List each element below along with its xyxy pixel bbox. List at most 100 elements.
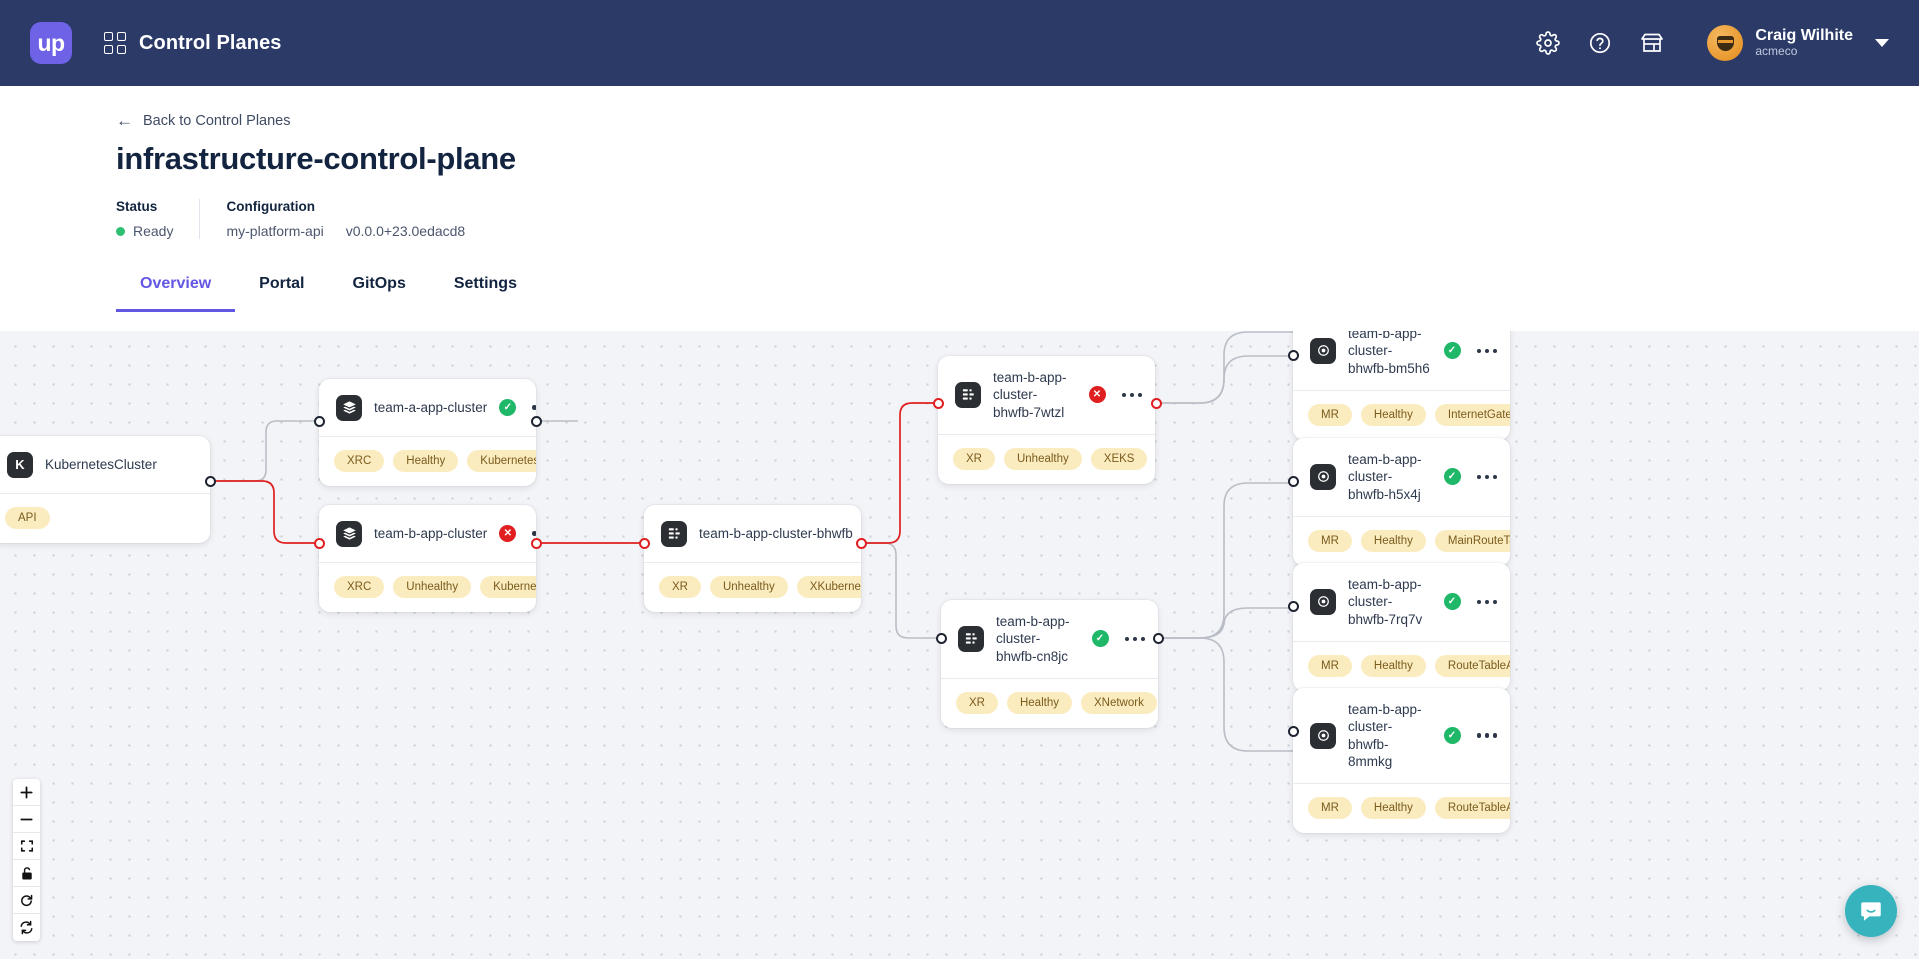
tab-portal[interactable]: Portal	[259, 275, 305, 292]
node-title: team-b-app-cluster-bhwfb	[699, 525, 853, 541]
page-header: ← Back to Control Planes infrastructure-…	[0, 86, 1919, 239]
graph-node[interactable]: team-b-app-cluster-bhwfb✕ XR Unhealthy XKub…	[644, 505, 861, 612]
graph-node[interactable]: team-b-app-cluster✕XRCUnhealthyKubernete…	[319, 505, 536, 612]
node-connection-port[interactable]	[1152, 632, 1164, 644]
node-connection-port[interactable]	[638, 537, 650, 549]
node-tag: XKubernetesCluster	[796, 576, 861, 598]
node-tag: Unhealthy	[709, 576, 788, 598]
node-tags: API	[0, 493, 210, 543]
node-tag: XR	[659, 576, 701, 598]
status-value-row: Ready	[116, 223, 173, 239]
node-more-menu-button[interactable]	[1473, 733, 1497, 738]
node-connection-port[interactable]	[1287, 475, 1299, 487]
zoom-out-button[interactable]	[13, 806, 40, 833]
user-menu[interactable]: Craig Wilhite acmeco	[1707, 25, 1889, 61]
node-header: team-a-app-cluster✓	[319, 379, 536, 436]
node-tags: MRHealthyInternetGateway	[1293, 389, 1510, 440]
refresh-button[interactable]	[13, 887, 40, 914]
lock-button[interactable]	[13, 860, 40, 887]
fit-view-button[interactable]	[13, 833, 40, 860]
node-connection-port[interactable]	[204, 475, 216, 487]
node-connection-port[interactable]	[1150, 397, 1162, 409]
nav-title: Control Planes	[139, 31, 282, 54]
node-tag: MR	[1308, 797, 1352, 820]
node-tag: XEKS	[1090, 447, 1148, 470]
node-more-menu-button[interactable]	[528, 531, 536, 536]
marketplace-icon[interactable]	[1639, 30, 1665, 56]
node-tag: API	[5, 507, 50, 529]
auto-sync-button[interactable]	[13, 914, 40, 941]
healthy-check-icon: ✓	[1443, 593, 1461, 611]
zoom-in-button[interactable]	[13, 779, 40, 806]
healthy-check-icon: ✓	[1443, 342, 1461, 360]
node-more-menu-button[interactable]	[1473, 348, 1497, 354]
node-connection-port[interactable]	[530, 537, 542, 549]
navbar-actions: Craig Wilhite acmeco	[1535, 25, 1889, 61]
node-tag: MainRouteTableAssociation	[1434, 529, 1510, 552]
node-more-menu-button[interactable]	[528, 405, 536, 410]
gear-icon[interactable]	[1535, 30, 1561, 56]
node-connection-port[interactable]	[313, 415, 325, 427]
logo-text: up	[37, 29, 65, 56]
node-tag: Healthy	[393, 450, 459, 472]
node-more-menu-button[interactable]	[1121, 636, 1145, 642]
node-tag: MR	[1308, 529, 1352, 552]
back-to-control-planes-link[interactable]: ← Back to Control Planes	[116, 112, 291, 129]
healthy-check-icon: ✓	[499, 399, 517, 416]
node-connection-port[interactable]	[1287, 349, 1299, 361]
user-name: Craig Wilhite	[1755, 26, 1853, 44]
node-tag: KubernetesCluster	[467, 450, 536, 472]
tab-settings[interactable]: Settings	[453, 275, 517, 292]
tab-gitops[interactable]: GitOps	[352, 275, 406, 292]
node-tag: InternetGateway	[1434, 403, 1510, 426]
node-tags: MRHealthyMainRouteTableAssociation	[1293, 515, 1510, 566]
configuration-label: Configuration	[226, 199, 315, 214]
grid-icon	[104, 32, 126, 54]
healthy-check-icon: ✓	[1443, 727, 1461, 745]
node-connection-port[interactable]	[530, 415, 542, 427]
graph-node[interactable]: team-a-app-cluster✓XRCHealthyKubernetesC…	[319, 379, 536, 486]
node-header: team-b-app-cluster-bhwfb-cn8jc✓	[941, 600, 1158, 678]
upbound-logo[interactable]: up	[30, 22, 72, 64]
node-more-menu-button[interactable]	[1473, 599, 1497, 605]
node-more-menu-button[interactable]	[1118, 392, 1142, 398]
node-title: KubernetesCluster	[45, 456, 157, 472]
node-tags: MRHealthyRouteTableAssociation	[1293, 640, 1510, 691]
node-header: team-b-app-cluster-bhwfb✕	[644, 505, 861, 562]
node-tag: XRC	[334, 576, 385, 598]
node-connection-port[interactable]	[935, 632, 947, 644]
node-connection-port[interactable]	[855, 537, 867, 549]
tab-overview[interactable]: Overview	[116, 265, 236, 312]
node-connection-port[interactable]	[313, 537, 325, 549]
chevron-down-icon[interactable]	[1875, 39, 1889, 47]
nav-title-group[interactable]: Control Planes	[104, 32, 282, 55]
unhealthy-error-icon: ✕	[1088, 386, 1106, 404]
status-dot-icon	[116, 226, 125, 236]
top-navbar: up Control Planes	[0, 0, 1919, 86]
help-circle-icon[interactable]	[1587, 30, 1613, 56]
node-connection-port[interactable]	[1287, 725, 1299, 737]
node-connection-port[interactable]	[1287, 600, 1299, 612]
resource-circle-icon	[1310, 337, 1336, 364]
chat-launcher[interactable]	[1845, 885, 1897, 937]
node-tag: RouteTableAssociation	[1434, 654, 1510, 677]
status-label: Status	[116, 199, 158, 214]
unhealthy-error-icon: ✕	[499, 525, 517, 542]
chat-bubble-icon	[1861, 902, 1881, 921]
node-connection-port[interactable]	[932, 397, 944, 409]
node-more-menu-button[interactable]	[1473, 474, 1497, 480]
resource-grid-icon	[955, 381, 981, 408]
resource-circle-icon	[1310, 722, 1336, 749]
node-tag: Unhealthy	[1003, 447, 1082, 470]
configuration-block: Configuration my-platform-api v0.0.0+23.…	[199, 199, 491, 239]
